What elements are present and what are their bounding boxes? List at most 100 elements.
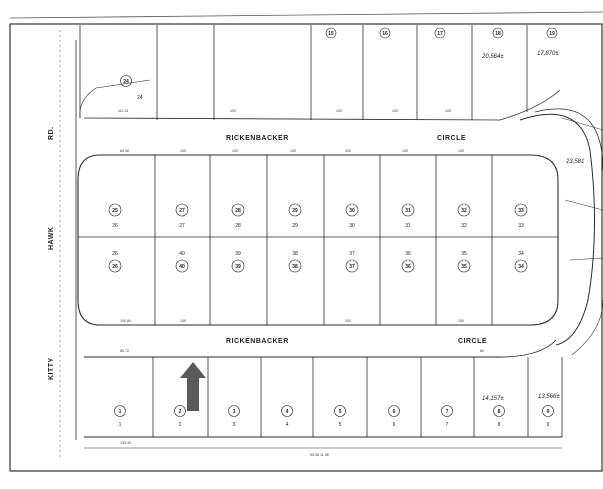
lot-number-2: 2 xyxy=(179,422,182,428)
lot-number-33: 33 xyxy=(518,223,524,229)
lot-number-29: 29 xyxy=(292,223,298,229)
lot-marker-ring xyxy=(388,405,400,417)
lot-marker-ring xyxy=(514,203,528,217)
svg-text:100: 100 xyxy=(392,109,398,113)
svg-text:100: 100 xyxy=(402,149,408,153)
lot-marker-ring xyxy=(175,259,189,273)
lot-marker-32: 32 xyxy=(461,208,467,214)
svg-text:100: 100 xyxy=(230,109,236,113)
lot-marker-16: 16 xyxy=(382,31,388,37)
lot-number-40: 40 xyxy=(179,251,185,257)
lot-marker-ring xyxy=(493,405,505,417)
lot-number-34: 34 xyxy=(518,251,524,257)
lot-marker-ring xyxy=(288,259,302,273)
svg-text:80: 80 xyxy=(480,349,484,353)
lot-marker-2: 2 xyxy=(179,409,182,415)
svg-text:100: 100 xyxy=(232,149,238,153)
svg-text:100: 100 xyxy=(445,109,451,113)
area-bottom-b: 13,566± xyxy=(538,394,560,400)
lot-number-24: 24 xyxy=(137,95,143,101)
lot-marker-ring xyxy=(542,405,554,417)
lot-number-3: 3 xyxy=(233,422,236,428)
lot-marker-ring xyxy=(108,203,122,217)
area-top-a: 20,564± xyxy=(481,54,504,60)
lot-marker-28: 28 xyxy=(235,208,241,214)
lot-marker-ring xyxy=(401,203,415,217)
svg-text:84.38: 84.38 xyxy=(120,149,129,153)
lot-marker-25: 25 xyxy=(112,208,118,214)
lot-marker-1: 1 xyxy=(119,409,122,415)
lot-marker-33: 33 xyxy=(518,208,524,214)
lot-marker-26: 26 xyxy=(112,264,118,270)
dimension-labels: 84.38 100 100 100 100 100 100 100.84 100… xyxy=(118,109,484,457)
lot-marker-ring xyxy=(231,259,245,273)
top-row-lots xyxy=(79,25,561,121)
block-upper-lot-numbers: 26 27 28 29 30 31 32 33 xyxy=(112,223,524,229)
lot-marker-ring xyxy=(334,405,346,417)
lot-marker-35: 35 xyxy=(461,264,467,270)
lot-marker-ring xyxy=(228,405,240,417)
lot-marker-34: 34 xyxy=(518,264,524,270)
lot-marker-ring xyxy=(231,203,245,217)
lot-number-27: 27 xyxy=(179,223,185,229)
lot-number-26: 26 xyxy=(112,251,118,257)
lot-marker-4: 4 xyxy=(286,409,289,415)
lot-marker-ring xyxy=(401,259,415,273)
central-block-dividers xyxy=(154,155,493,325)
lot-marker-ring xyxy=(441,405,453,417)
lot-marker-6: 6 xyxy=(393,409,396,415)
lot-marker-3: 3 xyxy=(233,409,236,415)
lot-marker-30: 30 xyxy=(349,208,355,214)
lot-marker-ring xyxy=(457,259,471,273)
road-label-circle-top: CIRCLE xyxy=(437,135,466,142)
svg-text:100: 100 xyxy=(290,149,296,153)
lot-number-31: 31 xyxy=(405,223,411,229)
lot-marker-40: 40 xyxy=(179,264,185,270)
svg-text:100: 100 xyxy=(180,149,186,153)
lot-number-32: 32 xyxy=(461,223,467,229)
svg-text:100.84: 100.84 xyxy=(120,319,131,323)
lot-number-4: 4 xyxy=(286,422,289,428)
lot-marker-36: 36 xyxy=(405,264,411,270)
lot-marker-ring xyxy=(114,405,126,417)
lot-marker-39: 39 xyxy=(235,264,241,270)
lot-marker-ring xyxy=(174,405,186,417)
lot-marker-7: 7 xyxy=(446,409,449,415)
lot-number-6: 6 xyxy=(393,422,396,428)
lot-marker-ring xyxy=(457,203,471,217)
svg-text:100: 100 xyxy=(458,149,464,153)
lot-number-38: 38 xyxy=(292,251,298,257)
lot-marker-ring xyxy=(345,259,359,273)
area-bottom-a: 14,157± xyxy=(482,396,504,402)
area-right-mid: 23,581 xyxy=(565,159,584,165)
svg-text:100: 100 xyxy=(458,319,464,323)
road-label-rd: RD. xyxy=(48,126,55,140)
lot-marker-ring xyxy=(281,405,293,417)
svg-text:111.31: 111.31 xyxy=(118,109,128,113)
lot-marker-24: 24 xyxy=(123,79,129,85)
lot-marker-ring xyxy=(175,203,189,217)
lot-number-30: 30 xyxy=(349,223,355,229)
lot-marker-15: 15 xyxy=(328,31,334,37)
svg-text:100: 100 xyxy=(180,319,186,323)
lot-marker-18: 18 xyxy=(495,31,501,37)
svg-text:133.45: 133.45 xyxy=(120,441,131,445)
lot-number-7: 7 xyxy=(446,422,449,428)
lot-marker-17: 17 xyxy=(437,31,443,37)
area-top-b: 17,870± xyxy=(537,51,559,57)
arrow-icon xyxy=(180,362,206,411)
lot-number-28: 28 xyxy=(235,223,241,229)
top-row-lot-markers: 15 16 17 18 19 24 24 xyxy=(120,27,558,101)
map-top-edge xyxy=(9,11,603,19)
lot-marker-ring xyxy=(345,203,359,217)
central-block-outline xyxy=(77,154,559,326)
lot-number-26: 26 xyxy=(112,223,118,229)
svg-text:80.72: 80.72 xyxy=(120,349,129,353)
lot-marker-ring xyxy=(108,259,122,273)
svg-text:100: 100 xyxy=(345,149,351,153)
